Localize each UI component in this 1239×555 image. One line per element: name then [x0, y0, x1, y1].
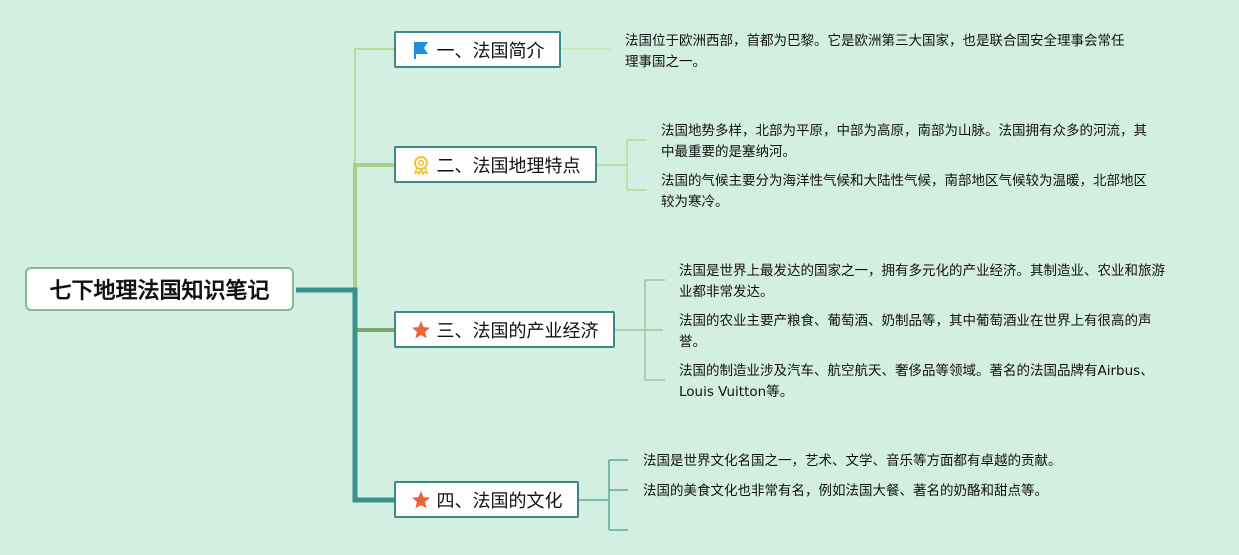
topic-label: 一、法国简介 — [436, 40, 545, 62]
leaf-note[interactable]: 法国是世界文化名国之一，艺术、文学、音乐等方面都有卓越的贡献。 — [643, 453, 1062, 469]
star-icon — [411, 320, 430, 338]
leaf-note[interactable]: 法国位于欧洲西部，首都为巴黎。它是欧洲第三大国家，也是联合国安全理事会常任理事国… — [625, 33, 1125, 70]
leaf-note[interactable]: 法国是世界上最发达的国家之一，拥有多元化的产业经济。其制造业、农业和旅游业都非常… — [679, 263, 1165, 300]
leaf-note[interactable]: 法国的美食文化也非常有名，例如法国大餐、著名的奶酪和甜点等。 — [643, 483, 1048, 499]
topic-intro[interactable]: 一、法国简介 — [394, 31, 561, 68]
leaf-note[interactable]: 法国的制造业涉及汽车、航空航天、奢侈品等领域。著名的法国品牌有Airbus、Lo… — [679, 363, 1154, 400]
topic-label: 四、法国的文化 — [436, 490, 563, 512]
root-topic[interactable]: 七下地理法国知识笔记 — [25, 267, 294, 311]
topic-culture[interactable]: 四、法国的文化 — [394, 481, 579, 518]
root-title: 七下地理法国知识笔记 — [49, 279, 270, 304]
medal-icon — [413, 155, 428, 175]
topic-label: 三、法国的产业经济 — [436, 320, 599, 342]
topic-label: 二、法国地理特点 — [436, 155, 581, 177]
flag-icon — [413, 41, 428, 59]
leaf-note[interactable]: 法国地势多样，北部为平原，中部为高原，南部为山脉。法国拥有众多的河流，其中最重要… — [661, 123, 1147, 160]
leaf-note[interactable]: 法国的农业主要产粮食、葡萄酒、奶制品等，其中葡萄酒业在世界上有很高的声誉。 — [679, 313, 1152, 350]
topic-economy[interactable]: 三、法国的产业经济 — [394, 311, 615, 348]
star-icon — [411, 490, 430, 508]
topic-geography[interactable]: 二、法国地理特点 — [394, 146, 597, 183]
leaf-note[interactable]: 法国的气候主要分为海洋性气候和大陆性气候，南部地区气候较为温暖，北部地区较为寒冷… — [661, 173, 1147, 210]
